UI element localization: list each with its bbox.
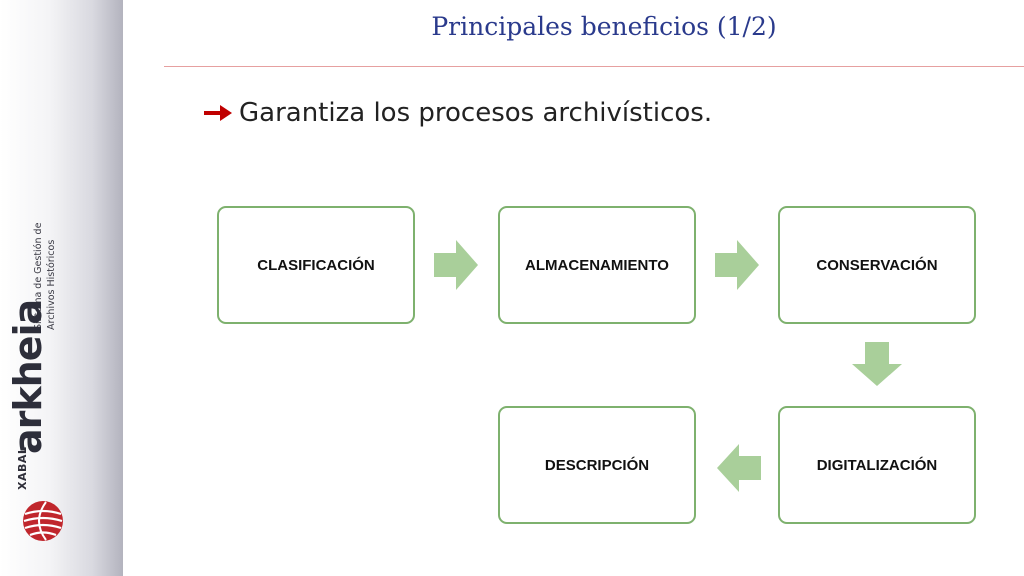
step-label: CONSERVACIÓN [816,256,938,274]
arrow-right-icon [715,240,759,290]
slide-title: Principales beneficios (1/2) [431,12,777,41]
arrow-down-icon [852,342,902,386]
bullet-point: Garantiza los procesos archivísticos. [203,98,712,128]
step-descripcion: DESCRIPCIÓN [498,406,696,524]
arrow-right-icon [204,105,232,121]
step-label: DIGITALIZACIÓN [816,456,938,474]
sidebar-branding: Sistema de Gestión de Archivos Histórico… [0,0,123,576]
globe-logo-icon [23,501,63,541]
brand-logo: XABAL arkheia [6,300,76,490]
step-digitalizacion: DIGITALIZACIÓN [778,406,976,524]
step-conservacion: CONSERVACIÓN [778,206,976,324]
arrow-right-icon [434,240,478,290]
title-divider [164,66,1024,67]
step-label: DESCRIPCIÓN [544,456,650,474]
step-label: CLASIFICACIÓN [257,256,375,274]
bullet-text: Garantiza los procesos archivísticos. [239,98,713,128]
product-name: arkheia [6,299,50,454]
step-almacenamiento: ALMACENAMIENTO [498,206,696,324]
step-clasificacion: CLASIFICACIÓN [217,206,415,324]
step-label: ALMACENAMIENTO [525,256,669,274]
arrow-left-icon [717,444,761,492]
